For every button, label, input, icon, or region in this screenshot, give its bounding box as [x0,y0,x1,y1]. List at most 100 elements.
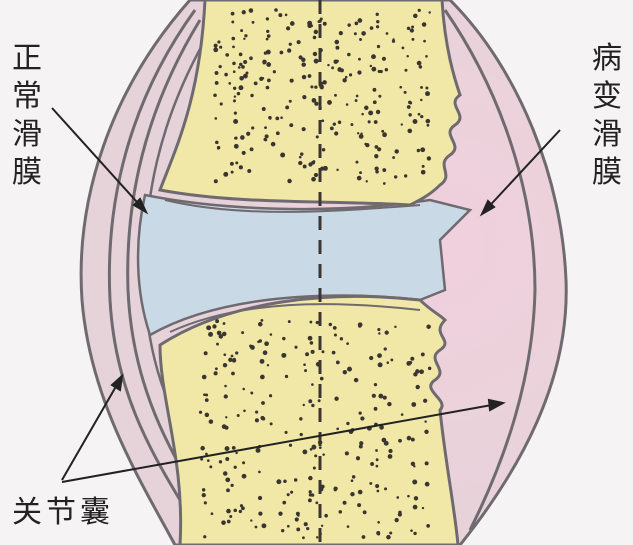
bone-dot [308,399,313,404]
bone-dot [278,13,283,18]
bone-dot [384,487,388,491]
bone-dot [268,394,273,398]
bone-dot [377,520,380,524]
bone-dot [212,324,217,329]
bone-dot [315,536,319,539]
bone-dot [417,8,421,12]
label-joint-capsule: 关节囊 [12,495,114,530]
bone-dot [204,412,210,418]
bone-dot [342,78,347,83]
bone-dot [290,490,294,494]
bone-dot [303,522,308,527]
bone-dot [294,345,298,349]
bone-dot [239,504,244,508]
bone-dot [250,519,253,522]
bone-dot [398,438,402,443]
bone-dot [377,353,382,358]
bone-dot [217,40,221,44]
bone-dot [289,123,294,128]
bone-dot [307,20,313,26]
bone-dot [258,339,263,343]
bone-dot [404,68,408,72]
bone-dot [232,99,236,103]
bone-dot [428,11,431,14]
bone-dot [383,347,387,351]
bone-dot [369,64,373,68]
bone-dot [355,94,359,98]
bone-dot [203,501,207,505]
bone-dot [224,425,229,430]
bone-dot [241,331,245,335]
bone-dot [409,101,413,105]
bone-dot [301,62,306,67]
bone-dot [263,137,267,142]
bone-dot [269,422,273,426]
bone-dot [231,358,237,363]
bone-dot [310,349,315,354]
bone-dot [308,493,313,497]
bone-dot [334,396,339,401]
bone-dot [425,91,431,97]
bone-dot [229,161,234,166]
bone-dot [365,180,368,183]
bone-dot [393,175,398,179]
bone-dot [351,475,356,479]
bone-dot [231,20,235,24]
bone-dot [426,123,430,127]
bone-dot [403,174,408,178]
bone-dot [261,523,267,529]
bone-dot [385,32,389,35]
bone-dot [324,513,328,518]
bone-dot [265,85,270,90]
bone-dot [203,351,208,356]
bone-dot [368,110,374,116]
bone-dot [284,430,288,434]
bone-dot [369,481,373,485]
bone-dot [350,492,355,497]
bone-dot [210,512,214,516]
bone-dot [255,410,259,414]
bone-dot [266,29,270,33]
bone-dot [205,393,209,397]
bone-dot [374,153,379,159]
bone-dot [410,356,415,361]
bone-dot [223,394,228,399]
bone-dot [335,45,340,50]
bone-dot [365,142,370,148]
bone-dot [283,479,287,484]
bone-dot [306,527,310,531]
bone-dot [228,81,232,85]
bone-dot [397,512,403,517]
bone-dot [417,112,421,116]
bone-dot [314,454,318,458]
bone-dot [201,492,206,498]
bone-dot [226,488,230,493]
bone-dot [240,29,244,33]
bone-dot [322,453,325,456]
bone-dot [241,10,246,15]
bone-dot [336,168,339,172]
bone-dot [222,331,227,337]
bone-dot [203,535,207,539]
bone-dot [259,358,265,364]
bone-dot [226,508,231,514]
bone-dot [375,464,379,468]
bone-dot [265,17,270,21]
bone-dot [425,118,431,124]
bone-dot [293,478,298,482]
bone-dot [288,443,293,447]
bone-dot [410,461,416,466]
bone-dot [260,318,264,322]
bone-dot [407,128,413,134]
bone-dot [369,26,374,30]
bone-dot [359,171,362,175]
bone-dot [287,320,291,324]
bone-dot [362,510,367,515]
bone-dot [347,366,352,372]
bone-dot [297,514,300,517]
bone-dot [216,342,219,346]
bone-dot [233,508,237,513]
bone-dot [367,120,371,124]
bone-dot [215,140,219,145]
